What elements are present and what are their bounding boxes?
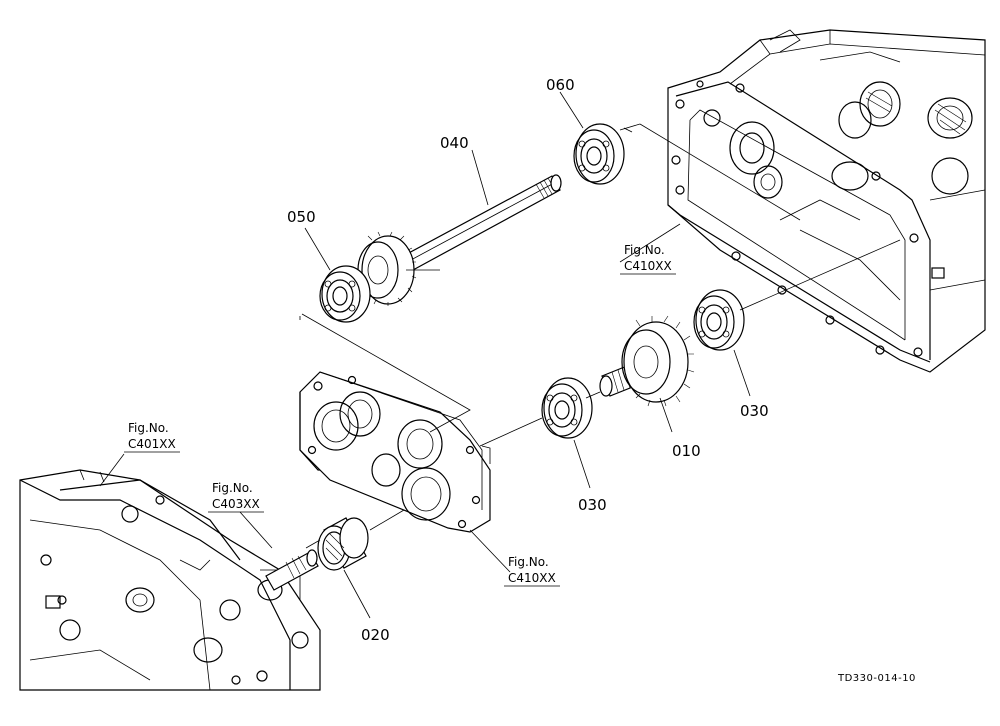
fig-ref-c410-bottom-line1: Fig.No. — [508, 555, 549, 569]
part-label-040: 040 — [440, 134, 469, 152]
drawing-id: TD330-014-10 — [837, 673, 916, 684]
transmission-case-right — [667, 29, 986, 373]
part-label-050: 050 — [287, 208, 316, 226]
fig-ref-c410-bottom: Fig.No. C410XX — [504, 555, 560, 587]
part-label-060: 060 — [546, 76, 575, 94]
part-label-010: 010 — [672, 442, 701, 460]
part-label-020: 020 — [361, 626, 390, 644]
fig-ref-c401-line1: Fig.No. — [128, 421, 169, 435]
bearing-030-upper — [693, 289, 745, 351]
bearing-030-lower — [541, 377, 593, 439]
needle-bearing-020 — [317, 517, 369, 571]
fig-ref-c403-line1: Fig.No. — [212, 481, 253, 495]
fig-ref-c401: Fig.No. C401XX — [124, 421, 180, 453]
fig-ref-c410-top-line2: C410XX — [624, 259, 672, 273]
fig-ref-c410-bottom-line2: C410XX — [508, 571, 556, 585]
fig-ref-c403-line2: C403XX — [212, 497, 260, 511]
gear-shaft-010 — [599, 315, 695, 407]
fig-ref-c401-line2: C401XX — [128, 437, 176, 451]
stub-shaft-c403 — [265, 549, 319, 591]
fig-ref-c403: Fig.No. C403XX — [208, 481, 264, 513]
part-leaders — [99, 91, 751, 619]
part-label-030-upper: 030 — [740, 402, 769, 420]
assembly-lines — [299, 123, 901, 549]
fig-ref-c410-top-line1: Fig.No. — [624, 243, 665, 257]
transmission-case-left — [19, 469, 321, 691]
bearing-050 — [319, 265, 371, 323]
part-label-030-lower: 030 — [578, 496, 607, 514]
fig-ref-c410-top: Fig.No. C410XX — [620, 243, 676, 275]
bearing-060 — [573, 123, 625, 185]
center-gear-plate — [299, 371, 491, 533]
